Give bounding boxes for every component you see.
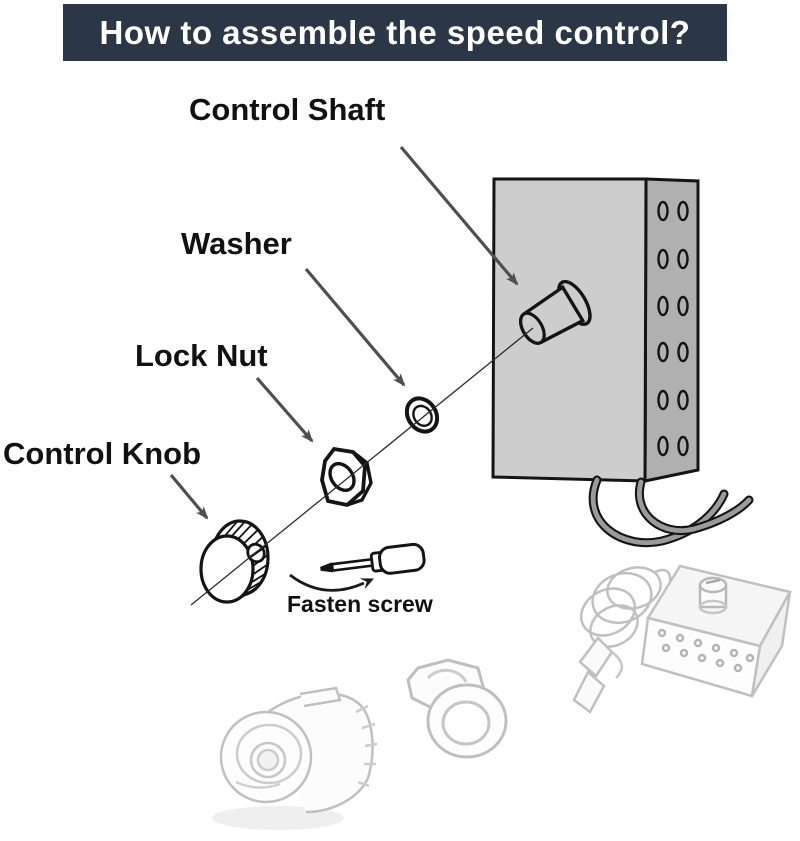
label-control-shaft: Control Shaft bbox=[189, 92, 386, 127]
washer-arrow bbox=[304, 267, 406, 387]
box-side-face bbox=[643, 177, 700, 483]
control-box-photo-sketch bbox=[572, 564, 792, 714]
box-vent-holes bbox=[657, 200, 689, 457]
knob-hatching bbox=[224, 520, 269, 601]
label-control-knob: Control Knob bbox=[3, 436, 202, 471]
label-arrows bbox=[169, 145, 519, 520]
header-banner: How to assemble the speed control? bbox=[63, 4, 727, 61]
control-knob-part bbox=[199, 519, 270, 604]
sketch-post bbox=[698, 576, 728, 615]
fasten-arrow-icon bbox=[289, 573, 375, 592]
label-fasten-screw: Fasten screw bbox=[287, 591, 433, 617]
label-lock-nut: Lock Nut bbox=[135, 338, 268, 373]
box-front-face bbox=[491, 177, 648, 483]
wires bbox=[588, 475, 754, 548]
lock-nut-arrow bbox=[255, 376, 314, 443]
assembly-axis-line bbox=[190, 327, 534, 606]
screwdriver-icon bbox=[320, 542, 426, 575]
lock-nut-part bbox=[320, 446, 373, 508]
page-title: How to assemble the speed control? bbox=[99, 13, 691, 51]
control-knob-arrow bbox=[169, 473, 209, 520]
washer-nut-photo-sketch bbox=[406, 658, 508, 759]
label-washer: Washer bbox=[181, 226, 292, 261]
control-shaft-arrow bbox=[399, 145, 519, 286]
speed-control-box bbox=[491, 177, 700, 483]
control-knob-photo-sketch bbox=[212, 686, 378, 830]
sketch-holes bbox=[657, 628, 755, 673]
